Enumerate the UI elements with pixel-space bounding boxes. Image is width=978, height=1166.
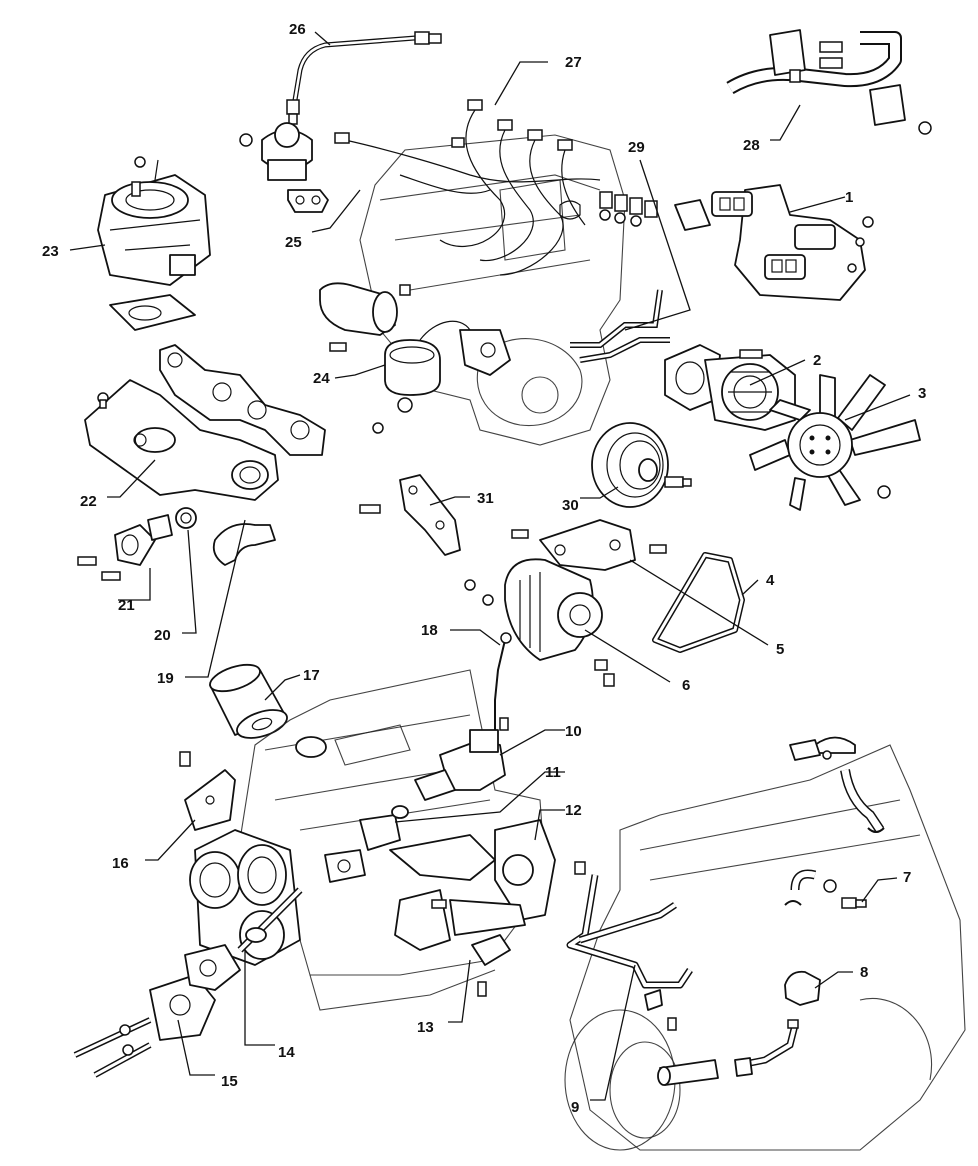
callout-3: 3: [918, 385, 926, 402]
callout-25: 25: [285, 234, 302, 251]
part-30-pulley: [591, 422, 692, 508]
callout-11: 11: [545, 764, 561, 781]
callout-16: 16: [112, 855, 129, 872]
part-12-bracket: [389, 819, 556, 951]
part-25-valve: [239, 122, 329, 213]
callout-28: 28: [743, 137, 760, 154]
part-4-belt: [652, 552, 745, 653]
part-19-elbow: [212, 523, 276, 566]
callout-24: 24: [313, 370, 330, 387]
part-18-wire: [494, 632, 512, 730]
part-3-fan: [749, 374, 921, 511]
part-14-shaft: [237, 887, 303, 953]
part-17-oil-filter: [209, 663, 288, 739]
callout-20: 20: [154, 627, 171, 644]
part-22-manifold: [84, 344, 326, 501]
callout-12: 12: [565, 802, 582, 819]
callout-17: 17: [303, 667, 320, 684]
callout-2: 2: [813, 352, 821, 369]
ignition-connectors: [599, 191, 658, 227]
part-5-bracket: [511, 519, 667, 571]
part-15-pump: [73, 944, 241, 1078]
part-1-manifold: [674, 184, 874, 301]
part-21-housing: [77, 507, 197, 581]
part-26-pipe: [286, 31, 442, 125]
part-9-pipe: [566, 861, 753, 1086]
part-31-bracket: [359, 474, 461, 556]
part-24-starter: [319, 282, 511, 434]
part-16-bracket: [179, 751, 236, 831]
part-2-water-pump: [664, 344, 796, 431]
part-23-carburetor: [97, 156, 211, 331]
part-28-pipe: [726, 29, 932, 135]
callout-26: 26: [289, 21, 306, 38]
callout-21: 21: [118, 597, 135, 614]
part-6-alternator: [464, 558, 615, 687]
callout-15: 15: [221, 1073, 238, 1090]
callout-14: 14: [278, 1044, 295, 1061]
callout-8: 8: [860, 964, 868, 981]
callout-27: 27: [565, 54, 582, 71]
callout-23: 23: [42, 243, 59, 260]
part-8-valve: [739, 970, 821, 1069]
part-13-mount: [471, 934, 511, 997]
part-29-pipe: [570, 289, 670, 363]
callout-19: 19: [157, 670, 174, 687]
callout-7: 7: [903, 869, 911, 886]
right-engine-block: [564, 744, 966, 1151]
spark-plug-leads: [334, 99, 601, 276]
callout-30: 30: [562, 497, 579, 514]
callout-31: 31: [477, 490, 494, 507]
callout-29: 29: [628, 139, 645, 156]
part-10-assembly: [414, 717, 509, 801]
leader-lines: [69, 31, 911, 1101]
callout-18: 18: [421, 622, 438, 639]
callout-10: 10: [565, 723, 582, 740]
callout-5: 5: [776, 641, 784, 658]
callout-22: 22: [80, 493, 97, 510]
part-7-fitting: [784, 736, 885, 909]
callout-1: 1: [845, 189, 853, 206]
callout-9: 9: [571, 1099, 579, 1116]
lower-engine-block: [189, 669, 546, 1011]
callout-13: 13: [417, 1019, 434, 1036]
callout-6: 6: [682, 677, 690, 694]
callout-labels: 1 2 3 4 5 6 7 8 9 10 11 12 13 14 15 16 1…: [42, 21, 926, 1116]
part-11-pump: [324, 805, 409, 883]
callout-4: 4: [766, 572, 775, 589]
